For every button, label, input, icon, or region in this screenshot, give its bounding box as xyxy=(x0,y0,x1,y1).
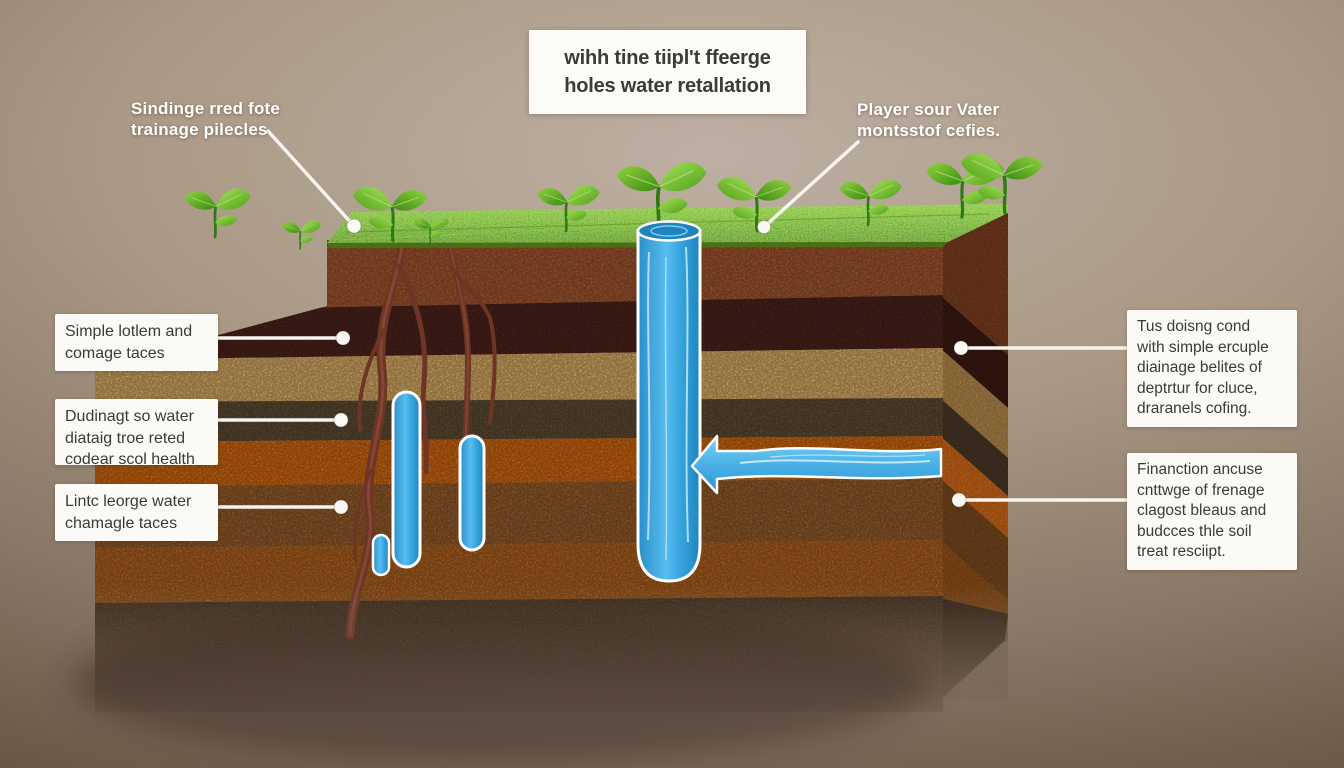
label-line: deptrtur for cluce, xyxy=(1137,379,1258,397)
label-line: Finanction ancuse xyxy=(1137,461,1263,478)
label-line: Dudinagt so water xyxy=(65,408,194,425)
label-box-left-1: Simple lotlem and comage taces xyxy=(55,314,218,371)
leader-dots xyxy=(333,218,969,515)
label-line: codear scol health xyxy=(65,451,195,465)
title-line-1: wihh tine tiipl't ffeerge xyxy=(564,47,771,69)
label-line: clagost bleaus and xyxy=(1137,502,1267,519)
label-line: treat resciipt. xyxy=(1137,543,1226,560)
label-line: budcces thle soil xyxy=(1137,522,1252,540)
water-flow-arrow xyxy=(690,434,943,495)
soil-block-front-face xyxy=(95,240,943,712)
water-capsule-small-1 xyxy=(391,390,422,569)
water-capsule-small-3 xyxy=(371,533,391,577)
soil-block-side-face xyxy=(940,212,1008,700)
label-line: Simple lotlem and xyxy=(65,323,193,340)
title-box: wihh tine tiipl't ffeerge holes water re… xyxy=(529,30,806,114)
label-line: comage taces xyxy=(65,344,165,362)
leader-lines xyxy=(216,129,1129,509)
label-line: with simple ercuple xyxy=(1137,338,1269,356)
label-top-right-line-1: Player sour Vater xyxy=(857,100,1000,119)
label-box-right-1: Tus doisng cond with simple ercuple diai… xyxy=(1127,310,1297,427)
label-top-left-line-2: trainage pilecles xyxy=(131,120,268,139)
water-capsule-small-2 xyxy=(458,434,486,552)
water-columns xyxy=(371,220,943,583)
label-line: Lintc leorge water xyxy=(65,493,192,510)
label-box-right-2: Finanction ancuse cnttwge of frenage cla… xyxy=(1127,453,1297,570)
label-top-left: Sindinge rred fote trainage pilecles xyxy=(131,98,280,140)
label-line: draranels cofing. xyxy=(1137,400,1252,417)
label-line: cnttwge of frenage xyxy=(1137,481,1265,499)
label-line: chamagle taces xyxy=(65,514,178,532)
label-top-right-line-2: montsstof cefies. xyxy=(857,121,1001,140)
water-well-column xyxy=(636,220,702,583)
title-line-2: holes water retallation xyxy=(564,75,771,97)
label-box-left-2: Dudinagt so water diataig troe reted cod… xyxy=(55,399,218,465)
label-box-left-3: Lintc leorge water chamagle taces xyxy=(55,484,218,541)
label-top-left-line-1: Sindinge rred fote xyxy=(131,99,281,118)
root-system xyxy=(345,241,497,640)
label-line: diataig troe reted xyxy=(65,429,186,447)
label-line: Tus doisng cond xyxy=(1137,318,1251,335)
label-top-right: Player sour Vater montsstof cefies. xyxy=(857,99,1000,141)
label-line: diainage belites of xyxy=(1137,359,1262,376)
